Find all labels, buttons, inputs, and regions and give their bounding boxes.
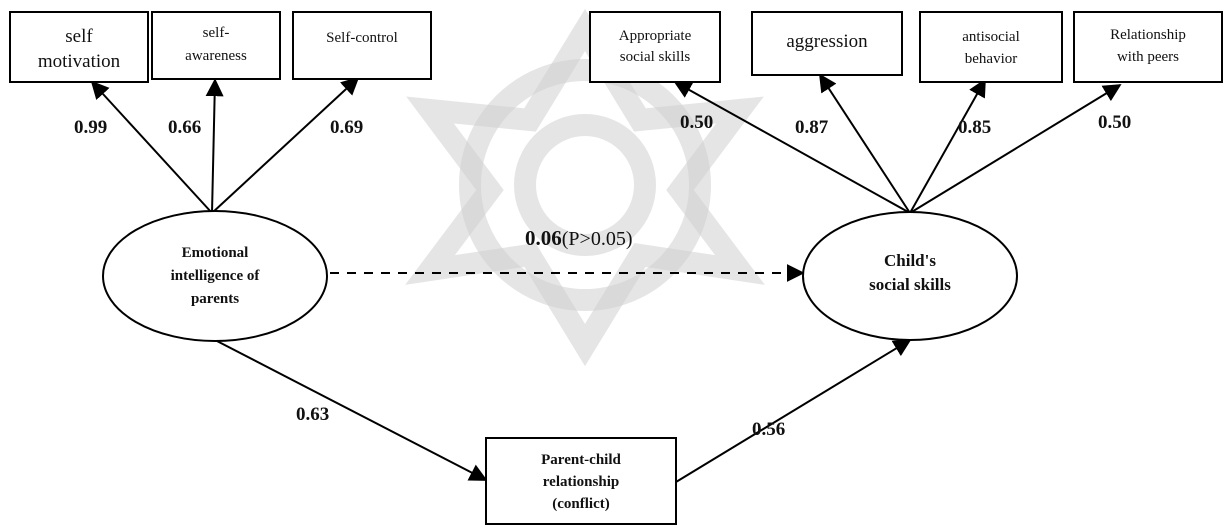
coef-aggression: 0.87 bbox=[795, 117, 829, 138]
node-emotional-intelligence-line-2: intelligence of bbox=[171, 268, 261, 284]
node-relationship-with-peers: Relationship with peers bbox=[1073, 11, 1223, 83]
node-childs-social-skills: Child's social skills bbox=[802, 211, 1018, 341]
node-self-control: Self-control bbox=[292, 11, 432, 80]
edge-css-to-antisocial-behavior bbox=[909, 78, 986, 214]
node-emotional-intelligence-line-1: Emotional bbox=[182, 245, 249, 261]
node-parent-child-relationship-line-1: Parent-child bbox=[541, 452, 621, 468]
edges bbox=[90, 73, 1122, 483]
edge-css-to-relationship-with-peers bbox=[909, 84, 1122, 214]
node-emotional-intelligence: Emotional intelligence of parents bbox=[102, 210, 328, 342]
node-self-awareness-line-2: awareness bbox=[185, 48, 247, 64]
coef-direct-effect-note: (P>0.05) bbox=[562, 228, 633, 250]
node-parent-child-relationship-line-3: (conflict) bbox=[552, 496, 609, 512]
node-self-motivation-line-2: motivation bbox=[38, 51, 121, 72]
node-self-control-line-1: Self-control bbox=[326, 30, 398, 46]
coef-self-motivation: 0.99 bbox=[74, 117, 107, 138]
node-childs-social-skills-line-1: Child's bbox=[884, 251, 936, 270]
node-relationship-with-peers-line-2: with peers bbox=[1117, 49, 1179, 65]
node-parent-child-relationship: Parent-child relationship (conflict) bbox=[485, 437, 677, 525]
node-self-motivation-line-1: self bbox=[65, 26, 93, 47]
node-relationship-with-peers-line-1: Relationship bbox=[1110, 27, 1186, 43]
edge-ei-to-self-control bbox=[211, 76, 360, 214]
coef-ei-to-relationship: 0.63 bbox=[296, 404, 329, 425]
node-childs-social-skills-line-2: social skills bbox=[869, 275, 951, 294]
node-appropriate-social-skills: Appropriate social skills bbox=[589, 11, 721, 83]
node-aggression: aggression bbox=[751, 11, 903, 76]
coef-relationship-to-social-skills: 0.56 bbox=[752, 419, 785, 440]
coef-antisocial-behavior: 0.85 bbox=[958, 117, 991, 138]
coef-self-awareness: 0.66 bbox=[168, 117, 201, 138]
coef-direct-effect: 0.06(P>0.05) bbox=[525, 226, 632, 250]
edge-relationship-to-css bbox=[675, 339, 912, 483]
node-antisocial-behavior-line-2: behavior bbox=[965, 51, 1017, 67]
node-appropriate-social-skills-line-2: social skills bbox=[620, 49, 691, 65]
node-antisocial-behavior: antisocial behavior bbox=[919, 11, 1063, 83]
coef-relationship-with-peers: 0.50 bbox=[1098, 112, 1131, 133]
coef-direct-effect-value: 0.06 bbox=[525, 226, 562, 250]
edge-ei-to-relationship bbox=[214, 339, 488, 481]
edge-css-to-appropriate-social-skills bbox=[673, 81, 911, 214]
watermark-emblem bbox=[405, 8, 765, 367]
edge-ei-to-self-awareness bbox=[205, 78, 224, 214]
node-antisocial-behavior-line-1: antisocial bbox=[962, 29, 1019, 45]
node-self-awareness-line-1: self- bbox=[203, 25, 230, 41]
node-parent-child-relationship-line-2: relationship bbox=[543, 474, 619, 490]
node-self-motivation: self motivation bbox=[9, 11, 149, 83]
node-aggression-line-1: aggression bbox=[786, 31, 868, 52]
node-appropriate-social-skills-line-1: Appropriate bbox=[619, 28, 692, 44]
coef-self-control: 0.69 bbox=[330, 117, 363, 138]
coef-appropriate-social-skills: 0.50 bbox=[680, 112, 713, 133]
edge-css-to-aggression bbox=[819, 73, 911, 214]
edge-ei-to-self-motivation bbox=[90, 80, 213, 214]
coefficients: 0.99 0.66 0.69 0.50 0.87 0.85 0.50 0.06(… bbox=[74, 112, 1131, 440]
node-self-awareness: self- awareness bbox=[151, 11, 281, 80]
node-emotional-intelligence-line-3: parents bbox=[191, 291, 239, 307]
